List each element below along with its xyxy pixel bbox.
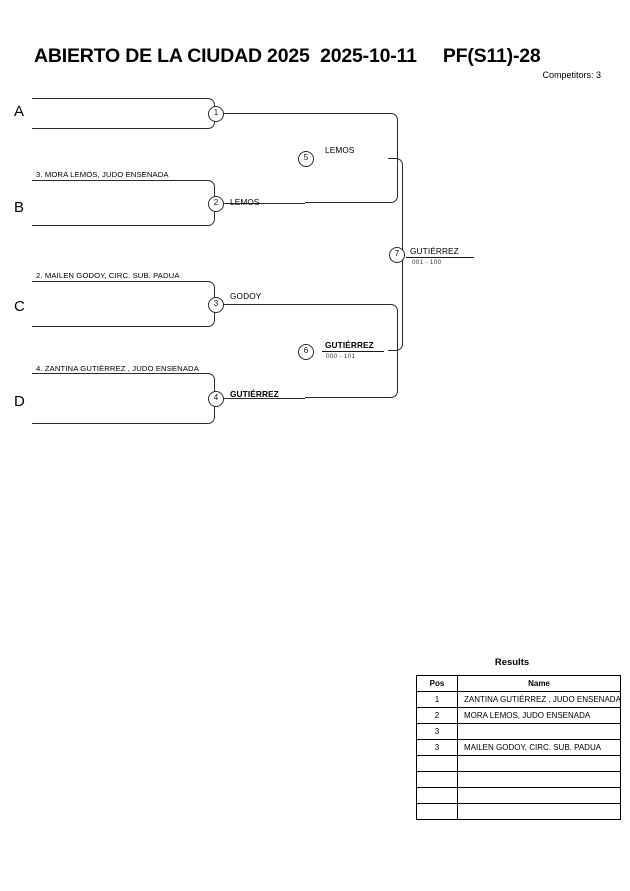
entrant-b-top: 3. MORA LEMOS, JUDO ENSENADA (36, 170, 169, 179)
result-name (457, 803, 621, 820)
winner-label-match-4: GUTIÉRREZ (230, 389, 279, 399)
results-title: Results (494, 657, 530, 668)
result-name (457, 755, 621, 772)
result-pos: 3 (416, 739, 458, 756)
table-row (416, 787, 621, 804)
result-pos (416, 803, 458, 820)
bracket-pair-b (32, 180, 215, 226)
match-6-rule (322, 351, 384, 352)
table-row: 3 MAILEN GODOY, CIRC. SUB. PADUA (416, 739, 621, 756)
result-name: MAILEN GODOY, CIRC. SUB. PADUA (457, 739, 621, 756)
seed-label-d: D (14, 393, 25, 410)
result-pos (416, 771, 458, 788)
results-col-name: Name (457, 675, 621, 692)
score-match-7: 001 - 100 (412, 259, 442, 266)
bracket-diagram: A B C D 3. MORA LEMOS, JUDO ENSENADA 2. … (14, 98, 474, 424)
match-7-rule (406, 257, 474, 258)
bracket-pair-d (32, 373, 215, 424)
match-node-1[interactable]: 1 (208, 106, 224, 122)
result-name (457, 771, 621, 788)
results-table: Pos Name 1 ZANTINA GUTIÉRREZ , JUDO ENSE… (416, 675, 621, 820)
entrant-c-top: 2. MAILEN GODOY, CIRC. SUB. PADUA (36, 271, 180, 280)
seed-label-b: B (14, 199, 25, 216)
match-node-4[interactable]: 4 (208, 391, 224, 407)
winner-label-match-6: GUTIÉRREZ (325, 340, 374, 350)
stem-match-3 (215, 304, 305, 305)
seed-label-a: A (14, 103, 25, 120)
table-row: 3 (416, 723, 621, 740)
bracket-pair-semifinal-bottom (305, 304, 398, 398)
seed-label-c: C (14, 298, 25, 315)
stem-match-2 (215, 203, 305, 204)
result-pos (416, 787, 458, 804)
competitors-count: Competitors: 3 (542, 70, 601, 80)
result-name (457, 723, 621, 740)
score-match-6: 000 - 101 (326, 353, 356, 360)
results-col-pos: Pos (416, 675, 458, 692)
results-header-row: Pos Name (416, 675, 621, 692)
bracket-pair-a (32, 98, 215, 129)
stem-match-1 (215, 113, 305, 114)
result-pos: 2 (416, 707, 458, 724)
bracket-pair-semifinal-top (305, 113, 398, 203)
result-pos: 3 (416, 723, 458, 740)
page-title: ABIERTO DE LA CIUDAD 2025 2025-10-11 PF(… (34, 45, 541, 67)
result-pos (416, 755, 458, 772)
winner-label-match-7: GUTIÉRREZ (410, 246, 459, 256)
match-node-3[interactable]: 3 (208, 297, 224, 313)
winner-label-match-2: LEMOS (230, 197, 260, 207)
winner-label-match-5: LEMOS (325, 145, 355, 155)
match-node-7[interactable]: 7 (389, 247, 405, 263)
result-name (457, 787, 621, 804)
table-row: 1 ZANTINA GUTIÉRREZ , JUDO ENSENADA (416, 691, 621, 708)
table-row (416, 771, 621, 788)
bracket-pair-c (32, 281, 215, 327)
match-node-2[interactable]: 2 (208, 196, 224, 212)
table-row (416, 755, 621, 772)
match-node-6[interactable]: 6 (298, 344, 314, 360)
stem-match-4 (215, 398, 305, 399)
match-node-5[interactable]: 5 (298, 151, 314, 167)
entrant-d-top: 4. ZANTINA GUTIÉRREZ , JUDO ENSENADA (36, 364, 199, 373)
table-row (416, 803, 621, 820)
table-row: 2 MORA LEMOS, JUDO ENSENADA (416, 707, 621, 724)
result-name: MORA LEMOS, JUDO ENSENADA (457, 707, 621, 724)
result-pos: 1 (416, 691, 458, 708)
winner-label-match-3: GODOY (230, 291, 262, 301)
result-name: ZANTINA GUTIÉRREZ , JUDO ENSENADA (457, 691, 621, 708)
